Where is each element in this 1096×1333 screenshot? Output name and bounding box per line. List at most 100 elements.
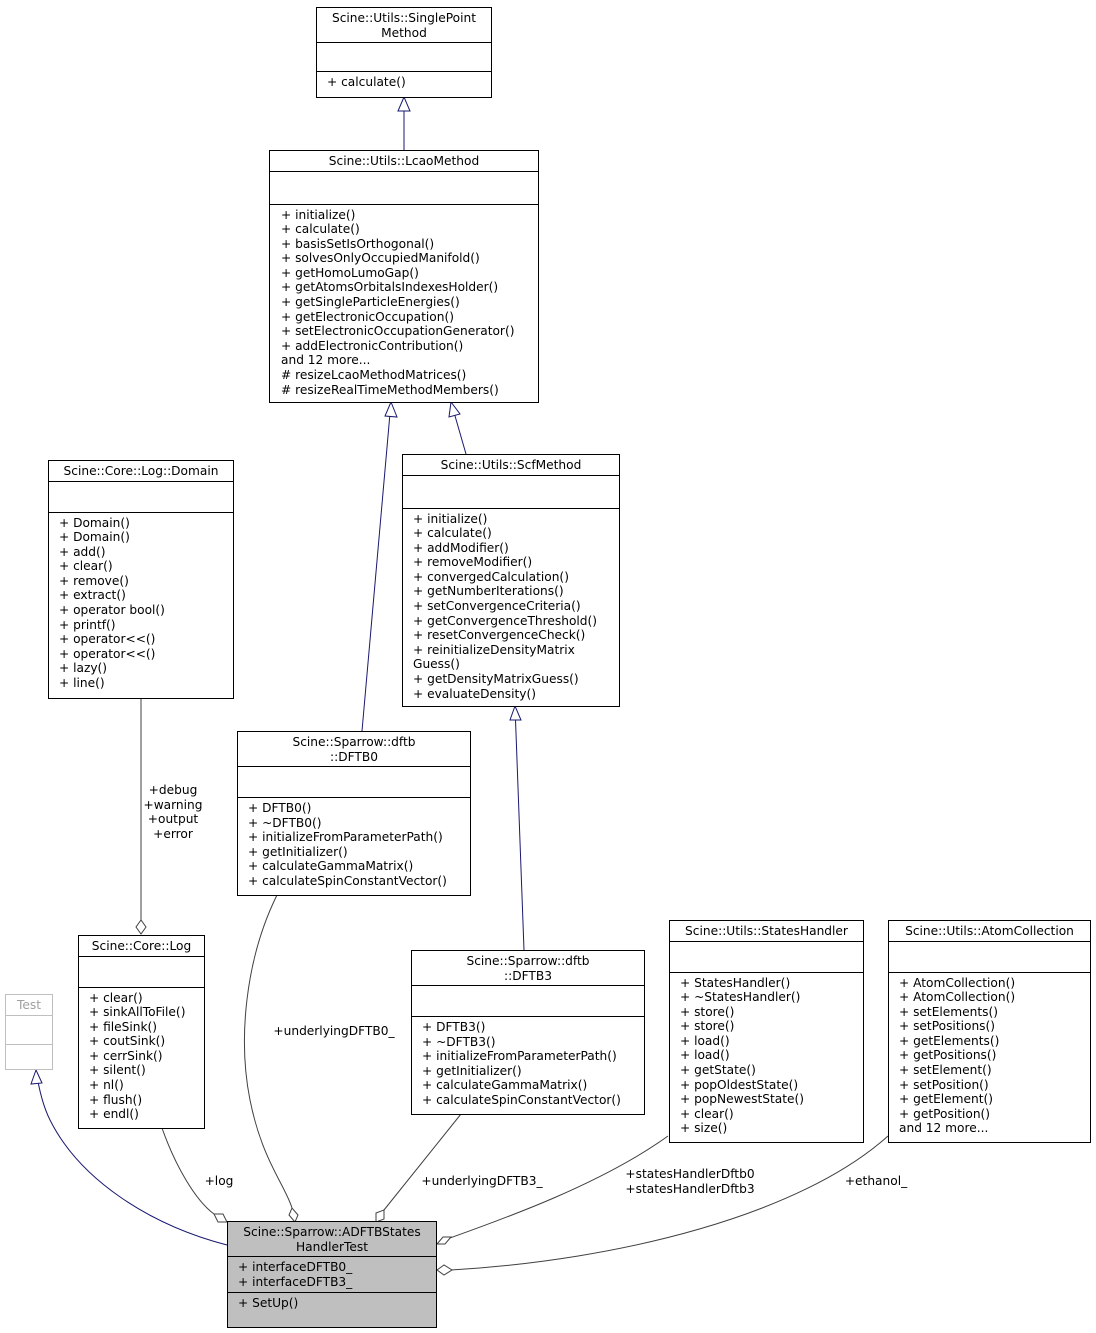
method: + calculateSpinConstantVector() [422, 1092, 621, 1107]
method: + printf() [59, 617, 116, 632]
method: + ~DFTB0() [248, 815, 322, 830]
class-attributes [238, 767, 470, 798]
class-methods: + DFTB0() + ~DFTB0() + initializeFromPar… [238, 798, 470, 895]
class-attributes: + interfaceDFTB0_ + interfaceDFTB3_ [228, 1257, 436, 1294]
method: + solvesOnlyOccupiedManifold() [281, 251, 480, 266]
class-attributes [317, 43, 491, 72]
diamond-test-log [213, 1213, 228, 1223]
class-single-point-method[interactable]: Scine::Utils::SinglePoint Method + calcu… [316, 7, 492, 98]
class-attributes [412, 986, 644, 1017]
method: + AtomCollection() [899, 975, 1016, 990]
method: and 12 more... [899, 1121, 989, 1136]
method: + operator<<() [59, 646, 156, 661]
method: + SetUp() [238, 1296, 299, 1311]
method: + initializeFromParameterPath() [248, 830, 443, 845]
method: + calculateGammaMatrix() [248, 859, 414, 874]
method: + setElements() [899, 1004, 999, 1019]
class-methods: + clear() + sinkAllToFile() + fileSink()… [79, 988, 204, 1129]
diamond-test-atom [436, 1264, 453, 1276]
method: + coutSink() [89, 1034, 166, 1049]
diamond-test-states [435, 1236, 453, 1245]
class-methods: + Domain() + Domain() + add() + clear() … [49, 513, 233, 699]
method: + basisSetIsOrthogonal() [281, 236, 435, 251]
method: + setElectronicOccupationGenerator() [281, 324, 515, 339]
class-scf-method[interactable]: Scine::Utils::ScfMethod + initialize() +… [402, 454, 620, 707]
edge-label-log: +log [204, 1174, 234, 1188]
attribute: + interfaceDFTB0_ [238, 1260, 353, 1274]
class-methods: + DFTB3() + ~DFTB3() + initializeFromPar… [412, 1017, 644, 1114]
method: + remove() [59, 573, 129, 588]
method: + clear() [59, 559, 113, 574]
class-methods [6, 1045, 52, 1073]
method: + Domain() [59, 530, 130, 545]
method: + StatesHandler() [680, 975, 791, 990]
method: + setPosition() [899, 1077, 989, 1092]
method: + getState() [680, 1063, 756, 1078]
class-log-domain[interactable]: Scine::Core::Log::Domain + Domain() + Do… [48, 460, 234, 699]
method: + AtomCollection() [899, 990, 1016, 1005]
method: + load() [680, 1033, 730, 1048]
arrowhead-test [30, 1068, 43, 1085]
method: + getInitializer() [248, 844, 348, 859]
class-name: Scine::Utils::SinglePoint Method [317, 8, 491, 43]
method: + getConvergenceThreshold() [413, 613, 598, 628]
class-methods: + initialize() + calculate() + addModifi… [403, 509, 619, 707]
method: + getAtomsOrbitalsIndexesHolder() [281, 280, 499, 295]
class-attributes [670, 942, 863, 973]
method: + getDensityMatrixGuess() [413, 672, 579, 687]
class-atom-collection[interactable]: Scine::Utils::AtomCollection + AtomColle… [888, 920, 1091, 1143]
method: + convergedCalculation() [413, 569, 569, 584]
method: + calculate() [281, 222, 360, 237]
edge-dftb0-to-test [244, 894, 293, 1209]
class-core-log[interactable]: Scine::Core::Log + clear() + sinkAllToFi… [78, 935, 205, 1129]
class-adftb-states-handler-test[interactable]: Scine::Sparrow::ADFTBStates HandlerTest … [227, 1221, 437, 1328]
method: + add() [59, 544, 106, 559]
class-states-handler[interactable]: Scine::Utils::StatesHandler + StatesHand… [669, 920, 864, 1143]
method: # resizeRealTimeMethodMembers() [281, 382, 499, 397]
method: + initialize() [413, 511, 488, 526]
method: + evaluateDensity() [413, 686, 536, 701]
class-lcao-method[interactable]: Scine::Utils::LcaoMethod + initialize() … [269, 150, 539, 403]
attribute: + interfaceDFTB3_ [238, 1274, 353, 1289]
method: + popOldestState() [680, 1077, 799, 1092]
method: + ~StatesHandler() [680, 990, 801, 1005]
arrowhead-singlepoint [397, 95, 411, 112]
class-name: Test [6, 995, 52, 1016]
class-attributes [889, 942, 1090, 973]
method: Guess() [413, 657, 460, 672]
method: + cerrSink() [89, 1048, 163, 1063]
edge-label-dftb3: +underlyingDFTB3_ [421, 1174, 543, 1188]
method: + store() [680, 1019, 735, 1034]
method: + silent() [89, 1063, 146, 1078]
class-name: Scine::Sparrow::dftb ::DFTB0 [238, 732, 470, 767]
method: and 12 more... [281, 353, 371, 368]
method: + setPositions() [899, 1019, 996, 1034]
class-methods: + SetUp() [228, 1293, 436, 1327]
method: + ~DFTB3() [422, 1034, 496, 1049]
method: + store() [680, 1004, 735, 1019]
class-attributes [79, 957, 204, 988]
method: + clear() [89, 990, 143, 1005]
method: + addModifier() [413, 540, 509, 555]
method: + getInitializer() [422, 1063, 522, 1078]
class-name: Scine::Core::Log [79, 936, 204, 957]
method: + DFTB3() [422, 1020, 486, 1034]
method: + getElement() [899, 1092, 994, 1107]
class-dftb3[interactable]: Scine::Sparrow::dftb ::DFTB3 + DFTB3() +… [411, 950, 645, 1115]
diamond-test-dftb0 [288, 1207, 299, 1223]
method: + getElectronicOccupation() [281, 309, 454, 324]
class-methods: + initialize() + calculate() + basisSetI… [270, 205, 538, 403]
class-dftb0[interactable]: Scine::Sparrow::dftb ::DFTB0 + DFTB0() +… [237, 731, 471, 896]
method: # resizeLcaoMethodMatrices() [281, 368, 467, 383]
method: + flush() [89, 1092, 143, 1107]
method: + getPositions() [899, 1048, 997, 1063]
method: + operator bool() [59, 603, 165, 618]
class-test[interactable]: Test [5, 994, 53, 1070]
edge-log-to-test [161, 1127, 215, 1215]
class-attributes [49, 482, 233, 513]
method: + clear() [680, 1106, 734, 1121]
method: + nl() [89, 1078, 124, 1093]
method: + setElement() [899, 1063, 992, 1078]
edge-atom-to-test [450, 1135, 889, 1271]
method: + calculate() [327, 75, 406, 89]
